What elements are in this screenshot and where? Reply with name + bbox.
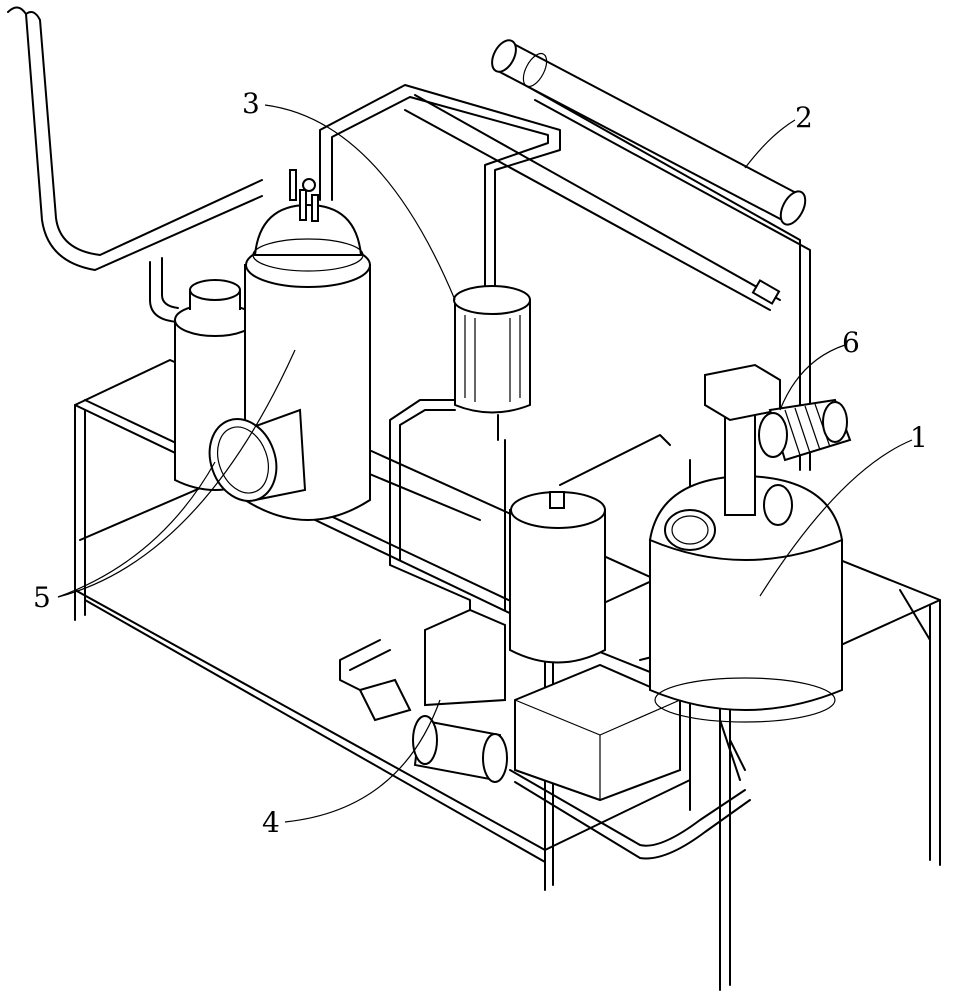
label-4: 4 xyxy=(262,806,280,839)
buffer-tank xyxy=(509,491,606,664)
label-5: 5 xyxy=(33,581,51,614)
main-tank xyxy=(648,474,844,723)
filter-unit xyxy=(453,285,531,611)
label-2: 2 xyxy=(795,101,813,134)
base-box xyxy=(424,608,681,802)
exhaust-pipe xyxy=(7,6,263,323)
leader-lines xyxy=(57,104,913,823)
label-3: 3 xyxy=(242,87,260,120)
label-1: 1 xyxy=(910,421,928,454)
condenser-tube xyxy=(491,39,807,226)
agitator-motor xyxy=(704,363,852,526)
inspection-port xyxy=(208,408,307,502)
label-6: 6 xyxy=(842,326,860,359)
upper-piping xyxy=(319,84,811,471)
pump xyxy=(339,639,751,860)
